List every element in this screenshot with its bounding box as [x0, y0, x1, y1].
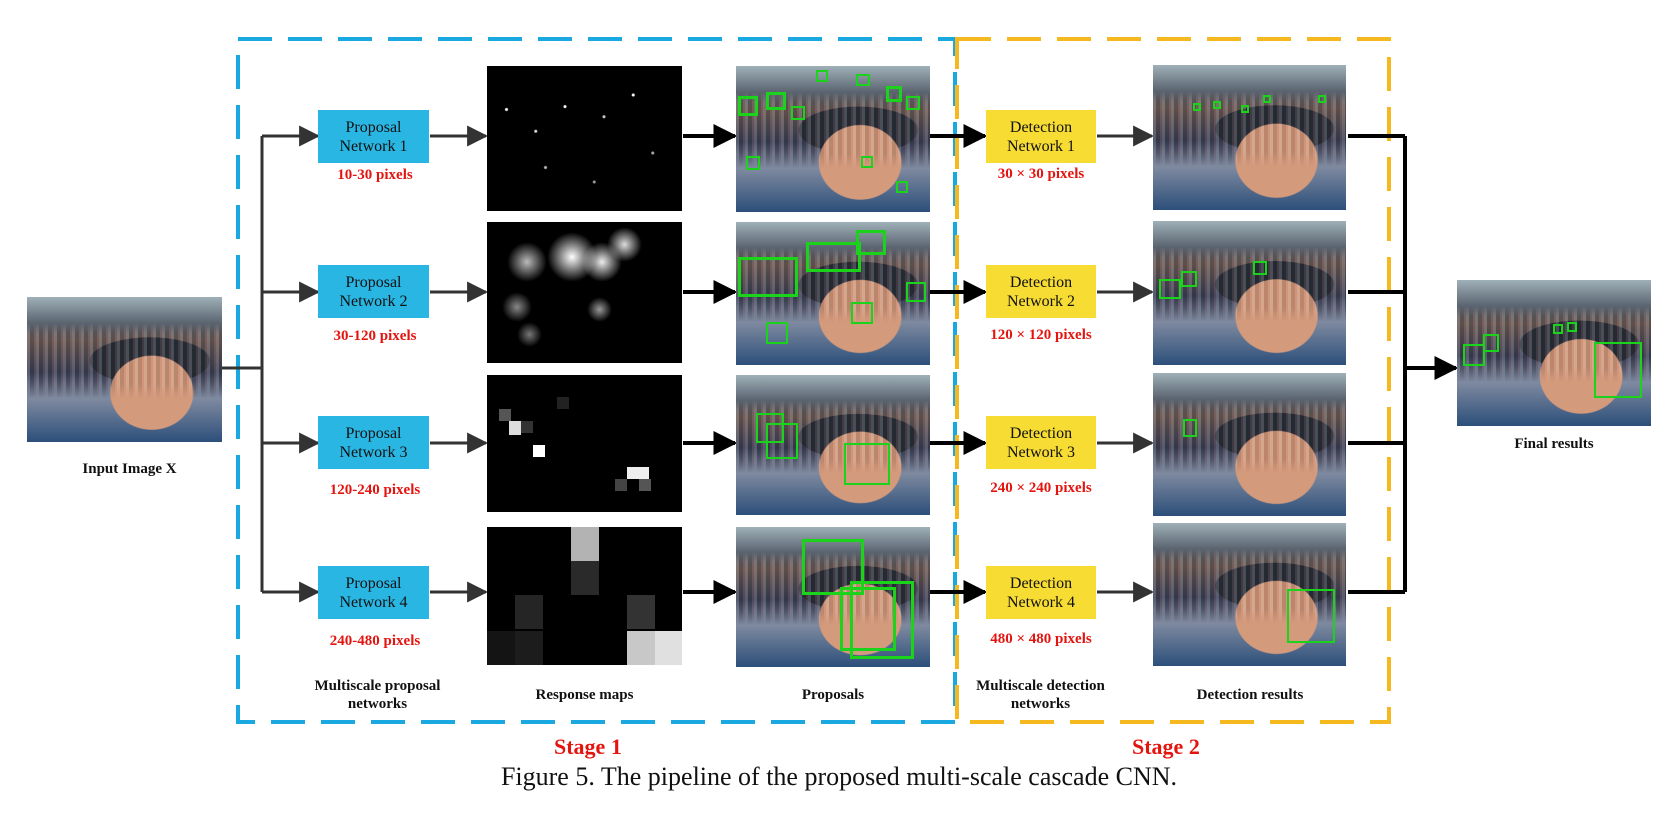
- detection-result-4: [1153, 523, 1346, 666]
- proposal-network-1-range: 10-30 pixels: [337, 167, 413, 183]
- detection-network-1-line1: Detection: [1009, 118, 1073, 136]
- detection-to-results-arrows: [1097, 125, 1155, 603]
- proposal-network-4-range: 240-480 pixels: [329, 633, 421, 649]
- stage1-border: [236, 37, 957, 724]
- figure-caption: Figure 5. The pipeline of the proposed m…: [500, 762, 1178, 791]
- proposal-network-3-range: 120-240 pixels: [329, 482, 421, 498]
- column-label-response-maps: Response maps: [535, 687, 634, 703]
- proposal-network-3-line1: Proposal: [345, 424, 402, 442]
- detection-network-3-line2: Network 3: [1007, 443, 1075, 461]
- proposals-image-4: [736, 527, 930, 667]
- proposals-image-1: [736, 66, 930, 212]
- proposal-network-4-line1: Proposal: [345, 574, 402, 592]
- final-results-label: Final results: [1514, 436, 1594, 452]
- detection-network-1-size: 30 × 30 pixels: [997, 166, 1085, 182]
- response-map-4: [487, 527, 682, 665]
- column-label-detection-networks: Multiscale detection networks: [953, 677, 1128, 713]
- detection-result-2: [1153, 221, 1346, 365]
- response-to-proposals-arrows: [683, 124, 738, 604]
- detection-network-1-line2: Network 1: [1007, 137, 1075, 155]
- input-connector: [222, 136, 264, 592]
- column-label-detection-results: Detection results: [1196, 687, 1304, 703]
- column-label-proposal-networks-line1: Multiscale proposal: [314, 678, 441, 694]
- proposals-image-2: [736, 222, 930, 365]
- response-map-2: [487, 222, 682, 363]
- response-map-3: [487, 375, 682, 512]
- branch-arrows: [262, 125, 321, 603]
- proposal-to-response-arrows: [430, 125, 489, 603]
- final-result-image: [1457, 280, 1651, 426]
- proposal-network-3-line2: Network 3: [339, 443, 408, 461]
- results-merge-connector: [1348, 134, 1407, 594]
- response-map-1: [487, 66, 682, 211]
- column-label-detection-networks-line1: Multiscale detection: [976, 678, 1105, 694]
- detection-network-3-line1: Detection: [1009, 424, 1073, 442]
- input-image: [27, 297, 222, 442]
- proposal-network-4-line2: Network 4: [339, 593, 408, 611]
- detection-network-4-size: 480 × 480 pixels: [990, 631, 1092, 647]
- stage-2-label: Stage 2: [1132, 734, 1200, 759]
- column-label-proposals: Proposals: [801, 687, 865, 703]
- column-label-detection-networks-line2: networks: [1010, 696, 1071, 712]
- proposal-network-2-line2: Network 2: [339, 292, 408, 310]
- input-label: Input Image X: [82, 461, 177, 477]
- proposal-network-1-line1: Proposal: [345, 118, 402, 136]
- detection-network-4-line1: Detection: [1009, 574, 1073, 592]
- proposal-network-2-range: 30-120 pixels: [333, 328, 417, 344]
- column-label-proposal-networks: Multiscale proposal networks: [290, 677, 465, 713]
- detection-network-4-line2: Network 4: [1007, 593, 1075, 611]
- detection-network-3-size: 240 × 240 pixels: [990, 480, 1092, 496]
- proposal-network-1-line2: Network 1: [339, 137, 408, 155]
- detection-network-2-line2: Network 2: [1007, 292, 1075, 310]
- detection-network-2-line1: Detection: [1009, 273, 1073, 291]
- proposal-network-2-line1: Proposal: [345, 273, 402, 291]
- detection-result-3: [1153, 373, 1346, 516]
- proposals-to-detection-arrows: [930, 124, 988, 604]
- column-label-proposal-networks-line2: networks: [347, 696, 408, 712]
- detection-result-1: [1153, 65, 1346, 210]
- proposals-image-3: [736, 375, 930, 515]
- stage-1-label: Stage 1: [554, 734, 622, 759]
- detection-network-2-size: 120 × 120 pixels: [990, 327, 1092, 343]
- stage2-border: [955, 37, 1391, 724]
